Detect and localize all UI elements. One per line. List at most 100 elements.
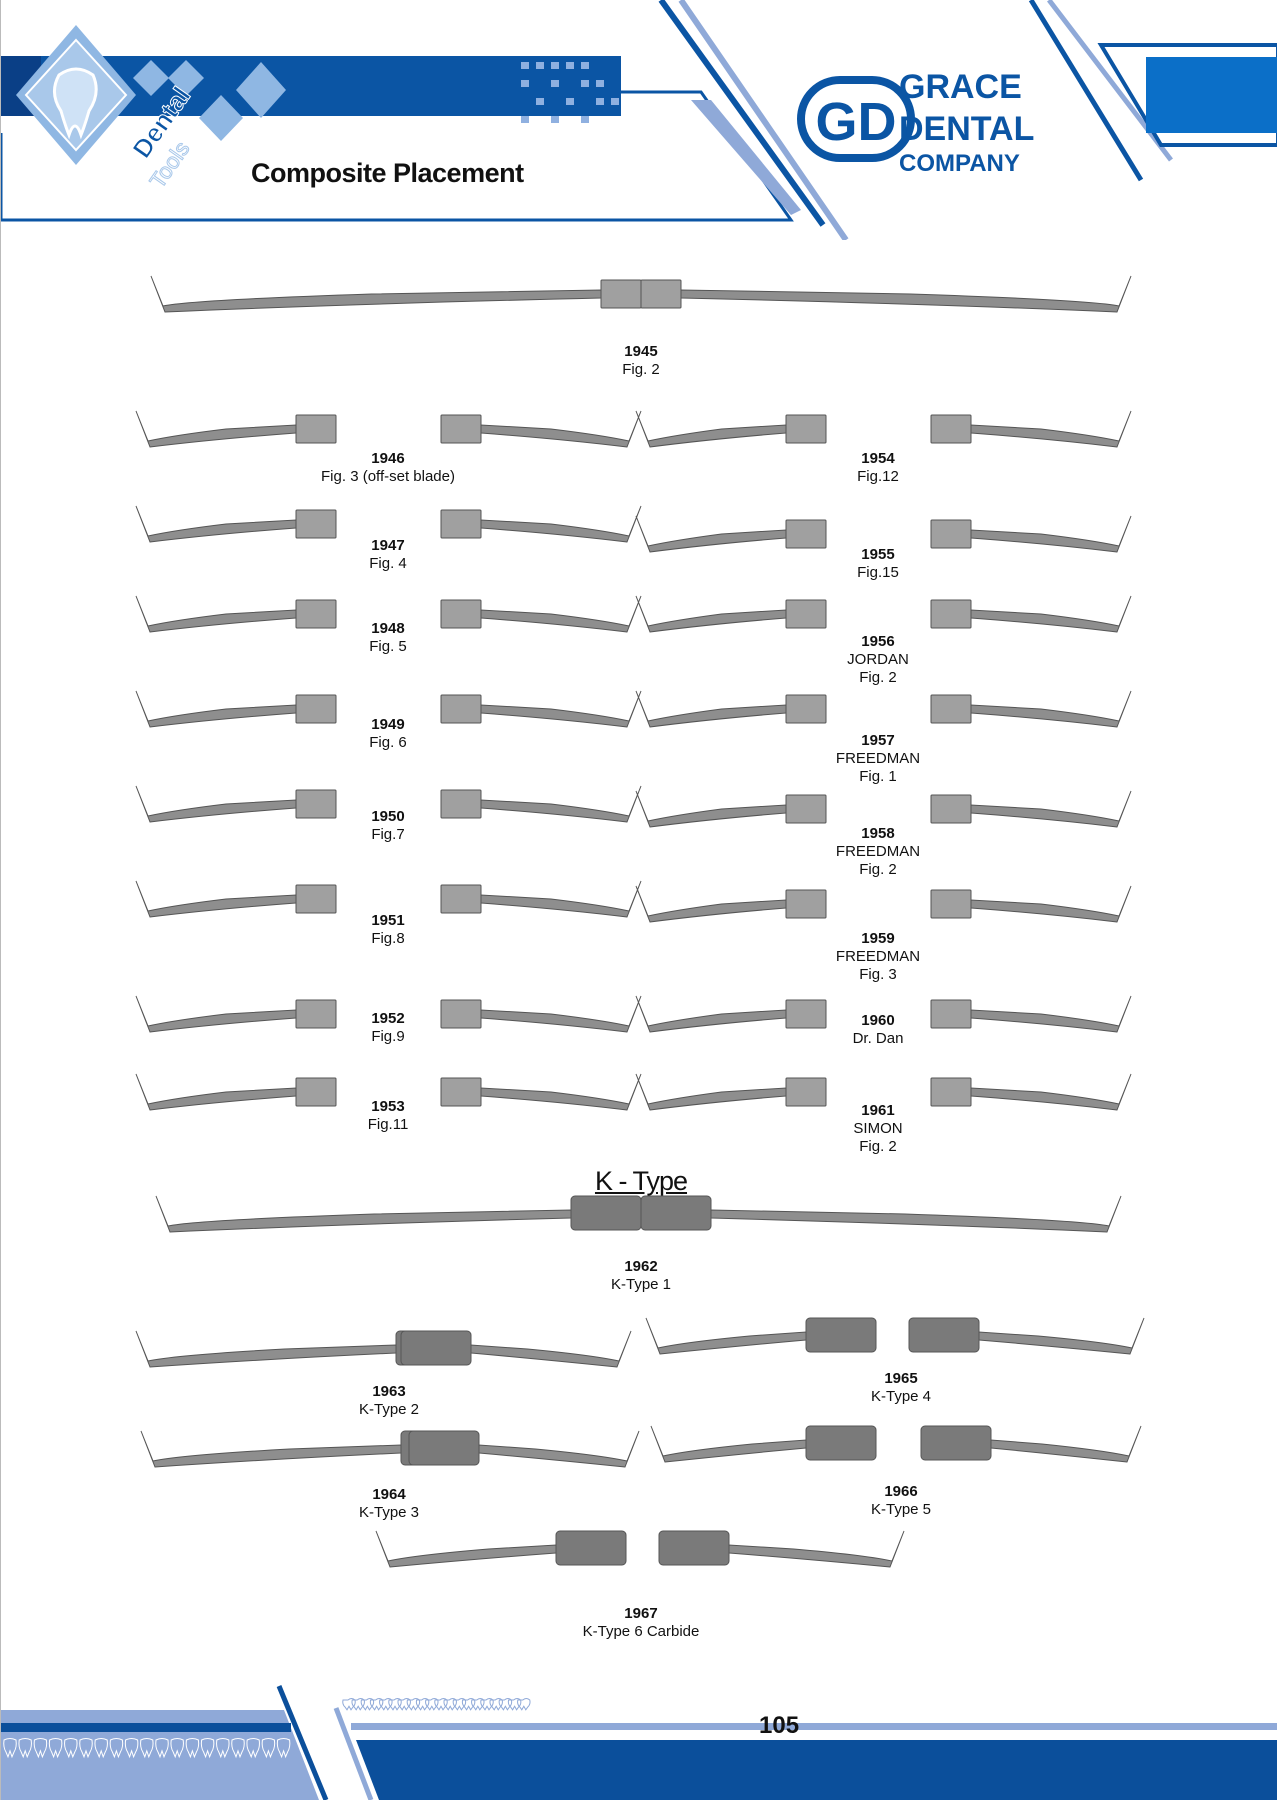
- instrument-image: [930, 1068, 1132, 1114]
- instrument-image: [135, 685, 337, 731]
- product-code: 1956: [861, 633, 895, 650]
- instrument-image: [658, 1525, 905, 1571]
- product-code: 1963: [372, 1383, 406, 1400]
- k-type-heading: K - Type: [594, 1166, 688, 1196]
- product-description: Fig. 1: [859, 768, 897, 785]
- product-description: Fig. 2: [859, 1138, 897, 1155]
- product-description: FREEDMAN: [835, 750, 921, 767]
- instrument-image: [650, 1420, 877, 1466]
- instrument-image: [908, 1312, 1145, 1358]
- instrument-image: [440, 405, 642, 451]
- product-description: Fig.12: [857, 468, 899, 485]
- product-description: Fig. 2: [859, 669, 897, 686]
- instrument-image: [135, 990, 337, 1036]
- brand-name-line3: COMPANY: [899, 150, 1020, 177]
- product-code: 1945: [624, 343, 658, 360]
- instrument-image: [408, 1425, 640, 1471]
- product-code: 1961: [861, 1102, 895, 1119]
- product-description: K-Type 2: [358, 1401, 420, 1418]
- product-description: Fig.7: [371, 826, 405, 843]
- product-code: 1953: [371, 1098, 405, 1115]
- product-code: 1952: [371, 1010, 405, 1027]
- instrument-image: [440, 500, 642, 546]
- instrument-image: [135, 500, 337, 546]
- instrument-image: [440, 685, 642, 731]
- instrument-image: [930, 990, 1132, 1036]
- page-number: 105: [759, 1712, 800, 1739]
- product-description: K-Type 6 Carbide: [582, 1623, 700, 1640]
- instrument-image: [440, 590, 642, 636]
- product-description: Fig. 3 (off-set blade): [321, 468, 455, 485]
- product-code: 1946: [371, 450, 405, 467]
- instrument-image: [635, 405, 827, 451]
- product-description: Fig. 2: [622, 361, 660, 378]
- section-title: Composite Placement: [251, 158, 524, 188]
- product-description: Fig.8: [371, 930, 405, 947]
- product-code: 1948: [371, 620, 405, 637]
- instrument-image: [135, 780, 337, 826]
- product-description: SIMON: [853, 1120, 903, 1137]
- instrument-image: [640, 1190, 1122, 1236]
- instrument-image: [635, 785, 827, 831]
- product-code: 1962: [624, 1258, 658, 1275]
- product-description: K-Type 3: [358, 1504, 420, 1521]
- instrument-image: [135, 405, 337, 451]
- instrument-image: [135, 1068, 337, 1114]
- product-description: Fig. 6: [369, 734, 407, 751]
- product-description: Fig.15: [857, 564, 899, 581]
- instrument-image: [440, 990, 642, 1036]
- product-code: 1967: [624, 1605, 658, 1622]
- product-description: Fig. 2: [859, 861, 897, 878]
- instrument-image: [930, 685, 1132, 731]
- instrument-image: [135, 875, 337, 921]
- product-code: 1957: [861, 732, 895, 749]
- svg-text:GD: GD: [816, 92, 897, 152]
- product-description: FREEDMAN: [835, 948, 921, 965]
- product-code: 1951: [371, 912, 405, 929]
- brand-name-line1: GRACE: [899, 68, 1022, 106]
- product-description: Dr. Dan: [852, 1030, 904, 1047]
- instrument-image: [440, 1068, 642, 1114]
- brand-name-line2: DENTAL: [899, 110, 1035, 148]
- product-code: 1955: [861, 546, 895, 563]
- instrument-image: [930, 785, 1132, 831]
- product-description: Fig.11: [367, 1116, 409, 1133]
- instrument-image: [635, 590, 827, 636]
- product-code: 1947: [371, 537, 405, 554]
- product-description: Fig.9: [371, 1028, 405, 1045]
- product-description: Fig. 5: [369, 638, 407, 655]
- product-code: 1966: [884, 1483, 918, 1500]
- product-code: 1954: [861, 450, 895, 467]
- instrument-image: [645, 1312, 877, 1358]
- header-banner: Dental Tools GD: [1, 0, 1277, 240]
- footer-banner: [1, 1685, 1277, 1800]
- instrument-image: [375, 1525, 627, 1571]
- instrument-image: [635, 685, 827, 731]
- product-description: FREEDMAN: [835, 843, 921, 860]
- product-description: K-Type 4: [870, 1388, 932, 1405]
- instrument-image: [440, 780, 642, 826]
- product-description: JORDAN: [847, 651, 909, 668]
- instrument-image: [400, 1325, 632, 1371]
- product-code: 1960: [861, 1012, 895, 1029]
- product-code: 1959: [861, 930, 895, 947]
- instrument-image: [930, 510, 1132, 556]
